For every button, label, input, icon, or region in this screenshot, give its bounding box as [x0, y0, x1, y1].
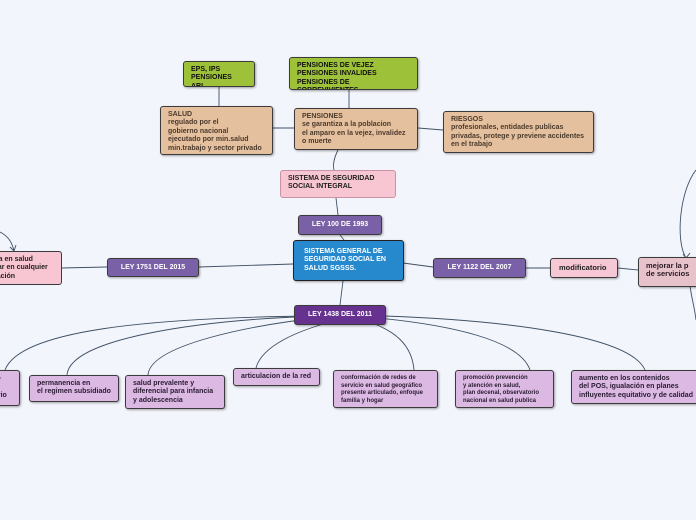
- link-1438-cut: [4, 315, 311, 371]
- link-general-ley1751: [198, 263, 294, 268]
- sistema-general-node[interactable]: SISTEMA GENERAL DE SEGURIDAD SOCIAL EN S…: [293, 240, 404, 281]
- salud-prevalente-node[interactable]: salud prevalente y diferencial para infa…: [125, 375, 225, 409]
- link-general-ley1438: [339, 280, 344, 306]
- link-left-curl: [0, 231, 15, 252]
- link-1438-aum: [383, 315, 646, 371]
- leaf-cut-node[interactable]: to a ario: [0, 370, 20, 406]
- ley-100-node[interactable]: LEY 100 DE 1993: [298, 215, 382, 235]
- link-1438-perm: [66, 315, 319, 376]
- ley-1751-node[interactable]: LEY 1751 DEL 2015: [107, 258, 199, 277]
- pensiones-vejez-node[interactable]: PENSIONES DE VEJEZ PENSIONES INVALIDES P…: [289, 57, 418, 90]
- promocion-node[interactable]: promoción prevención y atención en salud…: [455, 370, 554, 408]
- mejorar-node[interactable]: mejorar la p de servicios: [638, 257, 696, 287]
- salud-node[interactable]: SALUD regulado por el gobierno nacional …: [160, 106, 273, 155]
- modificatorio-node[interactable]: modificatorio: [550, 258, 618, 278]
- ley-1438-node[interactable]: LEY 1438 DEL 2011: [294, 305, 386, 325]
- pensiones-node[interactable]: PENSIONES se garantiza a la poblacion el…: [294, 108, 418, 150]
- link-1438-prev: [147, 316, 327, 376]
- left-pink-node[interactable]: ria en salud car en cualquier ración: [0, 251, 62, 285]
- link-ley1751-left: [60, 266, 108, 269]
- link-1438-artic: [255, 320, 335, 369]
- articulacion-node[interactable]: articulacion de la red: [233, 368, 320, 386]
- riesgos-node[interactable]: RIESGOS profesionales, entidades publica…: [443, 111, 594, 153]
- permanencia-node[interactable]: permanencia en el regimen subsidiado: [29, 375, 119, 402]
- ley-1122-node[interactable]: LEY 1122 DEL 2007: [433, 258, 526, 278]
- sistema-integral-node[interactable]: SISTEMA DE SEGURIDAD SOCIAL INTEGRAL: [280, 170, 396, 198]
- eps-ips-node[interactable]: EPS, IPS PENSIONES ARL: [183, 61, 255, 87]
- link-1438-prom: [377, 317, 531, 371]
- link-1438-conf: [365, 320, 415, 371]
- link-modif-mejorar: [617, 267, 639, 271]
- link-pensiones-riesgos: [417, 127, 444, 131]
- aumento-node[interactable]: aumento en los contenidos del POS, igual…: [571, 370, 696, 404]
- link-general-ley1122: [402, 262, 434, 268]
- link-sistema-ley100: [335, 197, 339, 216]
- link-right-loop: [679, 169, 696, 259]
- link-ley100-general: [339, 234, 345, 241]
- conformacion-node[interactable]: conformación de redes de servicio en sal…: [333, 370, 438, 408]
- link-right-bottom: [689, 285, 696, 321]
- link-pensiones-sistema: [333, 149, 339, 171]
